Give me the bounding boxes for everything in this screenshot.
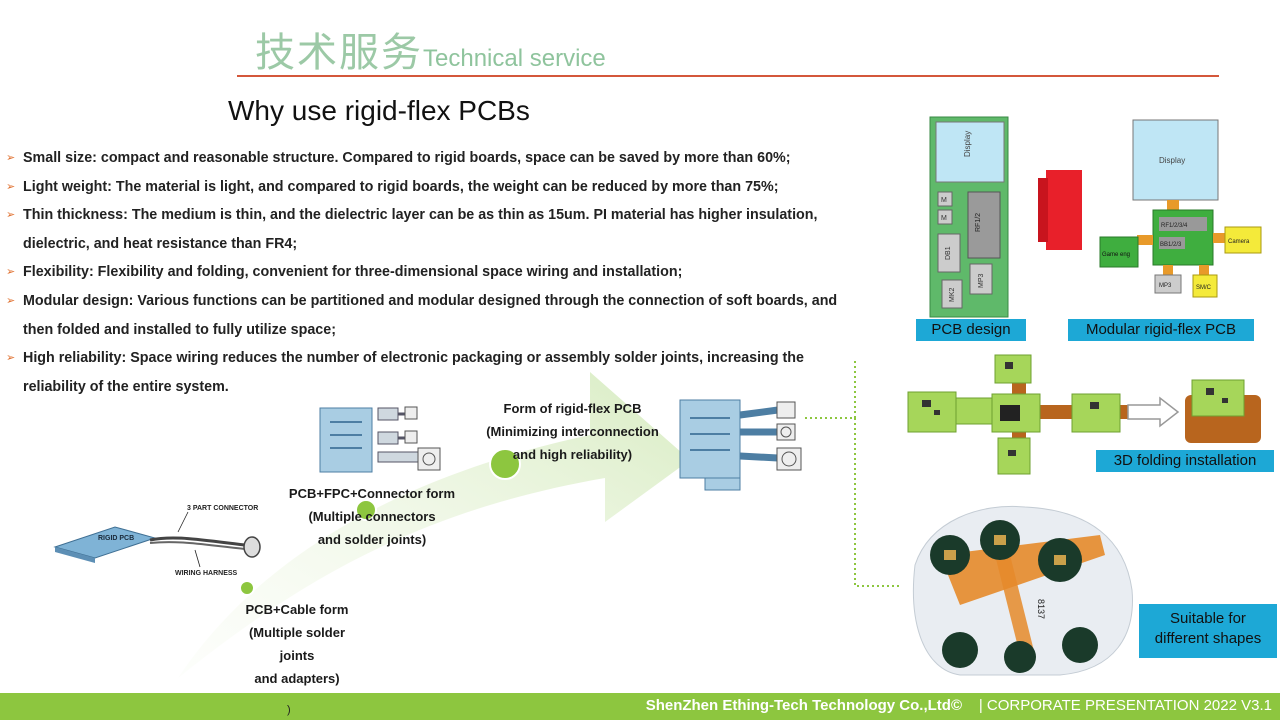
harness-label: WIRING HARNESS [175,570,238,577]
display-label: Display [1159,156,1185,165]
m1-label: M [941,197,947,204]
pcb-design-image: Display M M RF1/2 DB1 MP3 MK2 [920,112,1085,322]
benefit-list: ➢ Small size: compact and reasonable stru… [6,144,856,401]
stray-text: ) [287,704,291,716]
pcb-fpc-connector-illustration [319,406,441,473]
header-title-en: Technical service [423,45,606,72]
mp3-label: MP3 [978,274,985,289]
evolution-arrow-graphic: RIGID PCB 3 PART CONNECTOR WIRING HARNES… [53,264,910,678]
list-item: ➢ Thin thickness: The medium is thin, and… [6,201,856,258]
connector-label: 3 PART CONNECTOR [187,505,258,512]
arrow-bullet-icon: ➢ [6,266,16,279]
bullet-text: Modular design: Various functions can be… [23,292,838,338]
footer-presentation: | CORPORATE PRESENTATION 2022 V3.1 [978,697,1272,714]
list-item: ➢ High reliability: Space wiring reduces … [6,344,856,401]
rigid-flex-illustration [679,399,802,491]
display-label: Display [963,131,972,157]
bullet-text: Small size: compact and reasonable struc… [23,150,791,166]
arrow-bullet-icon: ➢ [6,352,16,365]
stage-dot [489,448,521,480]
header-title-zh: 技术服务 [255,30,423,76]
arrow-bullet-icon: ➢ [6,294,16,307]
smc-label: SM/C [1196,285,1212,291]
modular-rigid-flex-image: Display RF1/2/3/4 BB1/2/3 Game eng Camer… [1095,115,1275,320]
dotted-connector [805,264,910,419]
rigid-pcb-label: RIGID PCB [98,535,134,542]
stage-dot [355,499,377,521]
db-label: DB1 [945,246,952,260]
section-header: 技术服务Technical service [255,20,606,76]
dotted-connector [854,418,900,587]
stage-dot [239,580,255,596]
m2-label: M [941,215,947,222]
pcb-design-caption: PCB design [916,319,1026,341]
stage-label-fpc: PCB+FPC+Connector form (Multiple connect… [288,486,456,547]
evolution-diagram: RIGID PCB 3 PART CONNECTOR WIRING HARNES… [0,264,910,690]
arrow-bullet-icon: ➢ [6,180,16,193]
list-item: ➢ Light weight: The material is light, an… [6,173,856,202]
bullet-text: Thin thickness: The medium is thin, and … [23,207,818,252]
stage-label-rigid-flex: Form of rigid-flex PCB (Minimizing inter… [486,401,659,462]
pcb-cable-illustration: RIGID PCB 3 PART CONNECTOR WIRING HARNES… [53,505,261,577]
list-item: ➢ Small size: compact and reasonable stru… [6,144,856,173]
board-label: 8137 [1036,599,1046,619]
modular-caption: Modular rigid-flex PCB [1068,319,1254,341]
arrow-bullet-icon: ➢ [6,209,16,222]
rf-label: RF1/2/3/4 [1161,223,1188,229]
folding-image [900,350,1280,480]
footer-bar: ShenZhen Ething-Tech Technology Co.,Ltd©… [0,693,1280,720]
shapes-caption: Suitable for different shapes [1139,604,1277,658]
growth-arrow [178,372,690,678]
header-divider [237,75,1219,77]
arrow-bullet-icon: ➢ [6,152,16,164]
bb-label: BB1/2/3 [1160,242,1182,248]
mp3-label: MP3 [1159,283,1172,289]
page-title: Why use rigid-flex PCBs [228,95,530,126]
bullet-text: Flexibility: Flexibility and folding, co… [23,264,683,281]
game-label: Game eng [1102,252,1130,258]
footer-company: ShenZhen Ething-Tech Technology Co.,Ltd© [645,697,962,714]
bullet-text: Light weight: The material is light, and… [23,178,779,195]
stage-label-cable: PCB+Cable form (Multiple solder joints a… [245,602,349,686]
shapes-photo: 8137 [900,495,1136,678]
camera-label: Camera [1228,239,1250,245]
list-item: ➢ Flexibility: Flexibility and folding, c… [6,258,856,287]
list-item: ➢ Modular design: Various functions can b… [6,287,856,344]
folding-caption: 3D folding installation [1096,450,1274,472]
mk-label: MK2 [949,288,956,303]
bullet-text: High reliability: Space wiring reduces t… [23,350,804,395]
rf-label: RF1/2 [975,213,982,232]
